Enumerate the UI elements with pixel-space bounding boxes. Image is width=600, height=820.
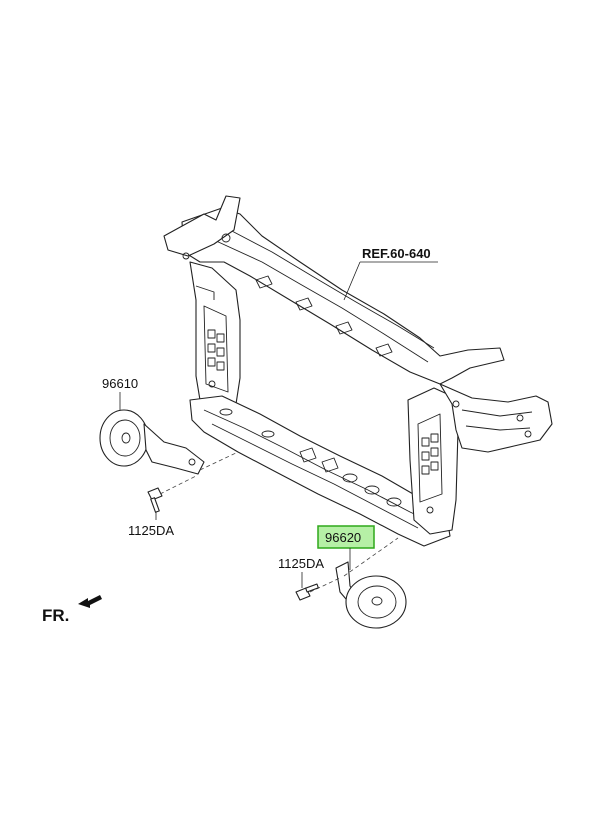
part-highlight-box: [317, 525, 375, 549]
bolt-left: [147, 487, 163, 513]
part-label-96620[interactable]: 96620: [325, 530, 361, 545]
front-arrow-icon: [78, 595, 102, 608]
horn-left: [99, 409, 205, 475]
bolt-label-right: 1125DA: [278, 556, 324, 571]
mount-line-left: [199, 451, 239, 471]
bolt-right: [295, 583, 319, 601]
front-label: FR.: [42, 606, 69, 625]
radiator-support-frame: [163, 195, 553, 547]
ref-label: REF.60-640: [362, 246, 431, 261]
bolt-label-left: 1125DA: [128, 523, 174, 538]
front-indicator: FR.: [42, 595, 102, 625]
ref-callout: REF.60-640: [343, 246, 438, 301]
horn-right: [335, 561, 407, 629]
part-label-96610: 96610: [102, 376, 138, 391]
